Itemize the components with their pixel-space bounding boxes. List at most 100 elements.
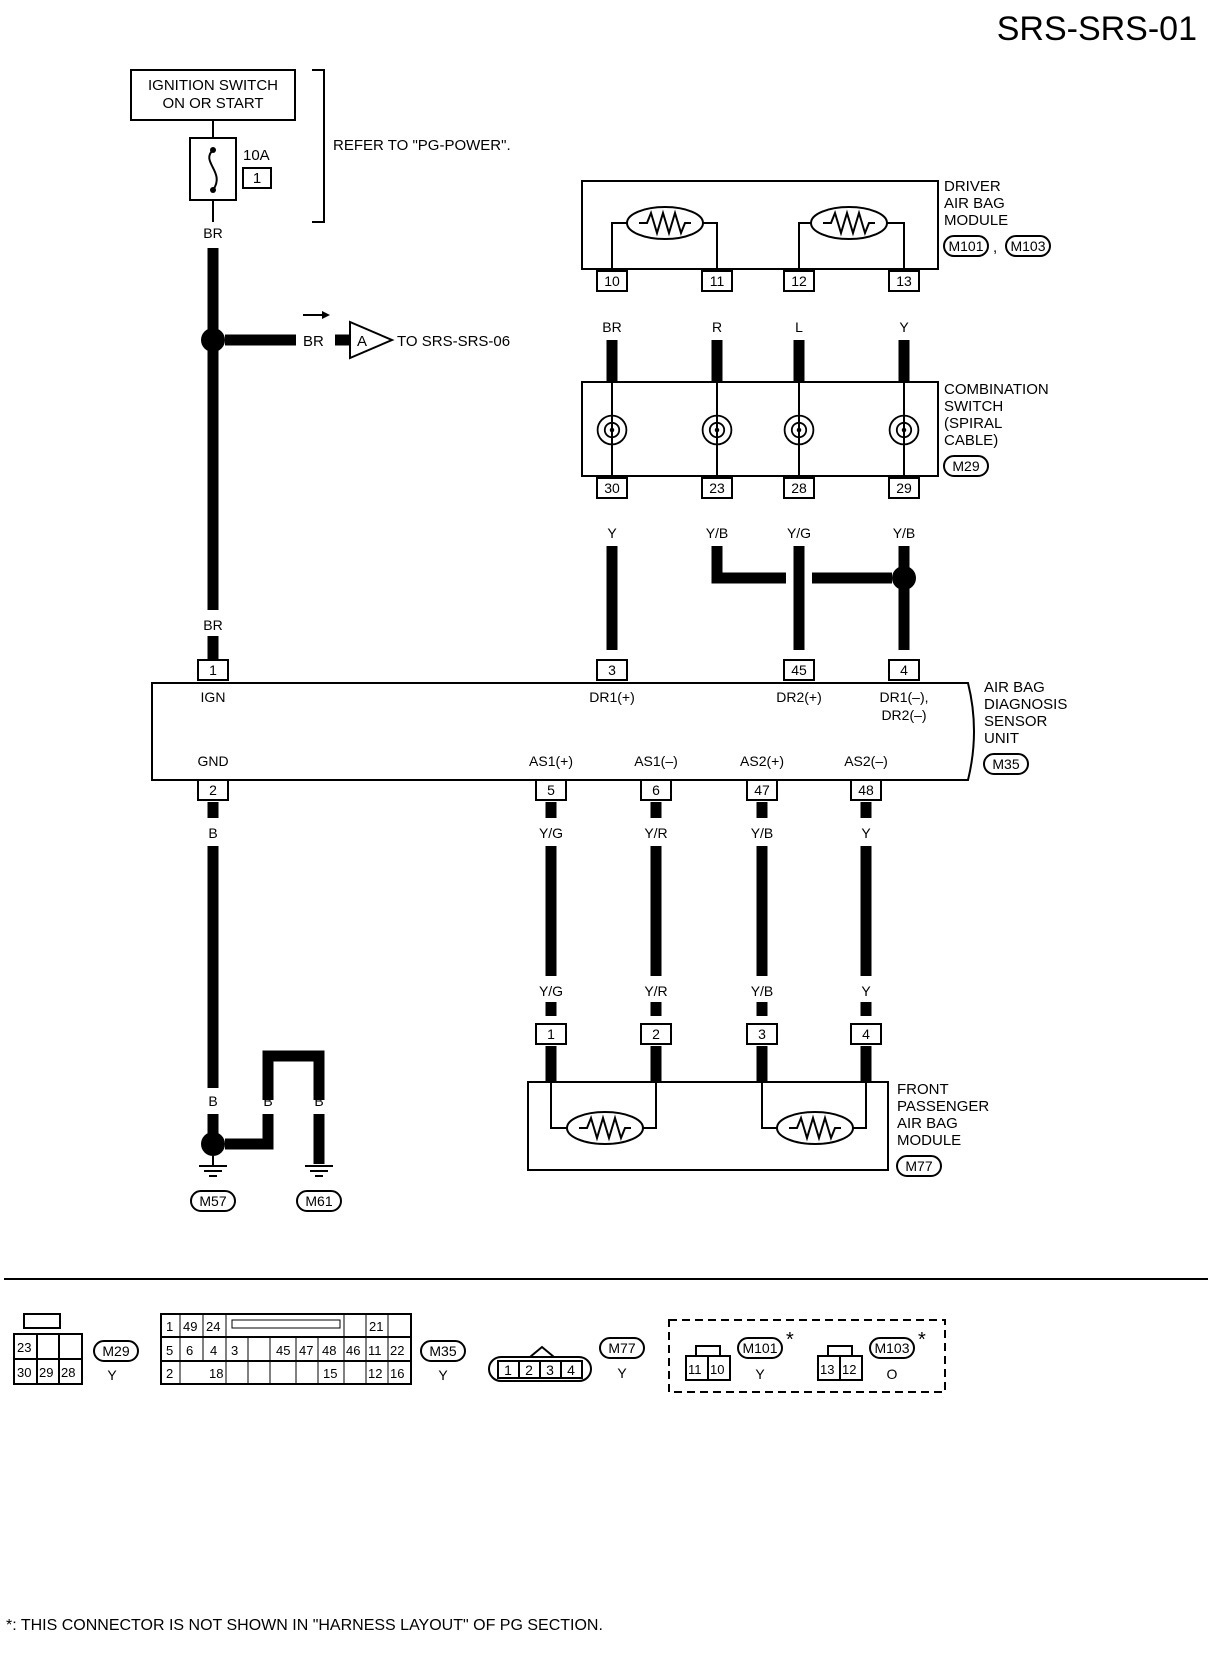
pin-label: 5	[166, 1343, 173, 1358]
sensor-conn: M35	[992, 756, 1019, 772]
driver-pins: 10 11 12 13	[596, 270, 920, 292]
pin-label: 11	[710, 273, 725, 289]
pin-label: 6	[652, 782, 660, 798]
passenger-airbag-module: FRONT PASSENGER AIR BAG MODULE M77	[527, 1081, 989, 1177]
connector-color: Y	[617, 1365, 627, 1381]
spiral-cable: COMBINATION SWITCH (SPIRAL CABLE) M29	[581, 381, 1049, 477]
wire-color-label: Y/B	[706, 525, 729, 541]
pin-label: 45	[276, 1343, 290, 1358]
pin-label: 12	[842, 1362, 856, 1377]
airbag-sensor-unit: IGN DR1(+) DR2(+) DR1(–), DR2(–) GND AS1…	[151, 679, 1067, 781]
driver-conn-sep: ,	[993, 239, 997, 256]
sensor-label-as1n: AS1(–)	[634, 753, 678, 769]
offpage-connector: A TO SRS-SRS-06	[349, 320, 510, 360]
connector-color: Y	[107, 1367, 117, 1383]
pin-label: 5	[547, 782, 555, 798]
wire-color-label: BR	[203, 617, 222, 633]
pin-label: 10	[710, 1362, 724, 1377]
passenger-line3: AIR BAG	[897, 1115, 958, 1132]
sensor-bottom-pins: 2 5 6 47 48	[197, 779, 882, 801]
passenger-line1: FRONT	[897, 1081, 949, 1098]
pin-label: 47	[754, 782, 770, 798]
splice-point	[892, 566, 916, 590]
pin-label: 1	[209, 662, 217, 678]
pin-label: 2	[166, 1366, 173, 1381]
ignition-line2: ON OR START	[162, 95, 263, 112]
pin-label: 24	[206, 1319, 220, 1334]
page-id: SRS-SRS-01	[997, 10, 1197, 48]
sensor-line3: SENSOR	[984, 713, 1048, 730]
driver-conn1: M101	[948, 238, 983, 254]
pin-label: 28	[791, 480, 807, 496]
ground-conn-m57: M57	[199, 1193, 226, 1209]
pin-label: 4	[862, 1026, 870, 1042]
pin-label: 15	[323, 1366, 337, 1381]
sensor-top-pins: 1 3 45 4	[197, 659, 920, 681]
pin-label: 48	[858, 782, 874, 798]
connector-name: M29	[102, 1343, 129, 1359]
sensor-label-dr2n: DR2(–)	[881, 707, 926, 723]
ignition-switch: IGNITION SWITCH ON OR START	[130, 69, 296, 121]
driver-conn2: M103	[1010, 238, 1045, 254]
pin-label: 29	[39, 1365, 53, 1380]
sensor-label-as2n: AS2(–)	[844, 753, 888, 769]
pin-label: 10	[604, 273, 620, 289]
wire-color-label: Y	[861, 825, 871, 841]
pin-label: 3	[758, 1026, 766, 1042]
pin-label: 3	[546, 1362, 554, 1378]
sensor-label-ign: IGN	[201, 689, 226, 705]
wire-color-label: Y/B	[751, 983, 774, 999]
wire-color-label: Y/B	[751, 825, 774, 841]
spiral-pins: 30 23 28 29	[596, 477, 920, 499]
driver-line3: MODULE	[944, 212, 1008, 229]
star-mark: *	[786, 1329, 794, 1351]
pin-label: 30	[17, 1365, 31, 1380]
wire-color-label: BR	[203, 225, 222, 241]
connector-name: M101	[742, 1340, 777, 1356]
pin-label: 1	[166, 1319, 173, 1334]
splice-point	[201, 328, 225, 352]
connector-color: Y	[438, 1367, 448, 1383]
sensor-label-gnd: GND	[197, 753, 228, 769]
pin-label: 22	[390, 1343, 404, 1358]
wire-color-label: Y	[607, 525, 617, 541]
sensor-label-as1p: AS1(+)	[529, 753, 573, 769]
pin-label: 13	[820, 1362, 834, 1377]
pin-label: 4	[567, 1362, 575, 1378]
pin-label: 49	[183, 1319, 197, 1334]
fuse-rating: 10A	[243, 147, 270, 164]
pin-label: 45	[791, 662, 807, 678]
pin-label: 12	[368, 1366, 382, 1381]
pin-label: 48	[322, 1343, 336, 1358]
star-mark: *	[918, 1329, 926, 1351]
pin-label: 28	[61, 1365, 75, 1380]
spiral-line1: COMBINATION	[944, 381, 1049, 398]
pin-label: 29	[896, 480, 912, 496]
wire-color-label: Y/R	[644, 825, 667, 841]
ground-icon	[305, 1165, 333, 1177]
pin-label: 46	[346, 1343, 360, 1358]
pin-label: 12	[791, 273, 807, 289]
wire-color-label: BR	[303, 333, 324, 350]
refer-note: REFER TO "PG-POWER".	[333, 137, 511, 154]
offpage-text: TO SRS-SRS-06	[397, 333, 510, 350]
connector-name: M35	[429, 1343, 456, 1359]
pin-label: 2	[209, 782, 217, 798]
connector-face-m77: 1 2 3 4 M77 Y	[488, 1337, 645, 1382]
driver-line1: DRIVER	[944, 178, 1001, 195]
passenger-conn: M77	[905, 1158, 932, 1174]
wire-color-label: R	[712, 319, 722, 335]
pin-label: 1	[504, 1362, 512, 1378]
wire-color-label: Y/R	[644, 983, 667, 999]
pin-label: 2	[652, 1026, 660, 1042]
wire-color-label: Y/G	[539, 983, 563, 999]
pin-label: 21	[369, 1319, 383, 1334]
wire-color-label: L	[795, 319, 803, 335]
wire-color-label: B	[314, 1093, 323, 1109]
pin-label: 3	[608, 662, 616, 678]
spiral-line3: (SPIRAL	[944, 415, 1002, 432]
connector-color: O	[887, 1366, 898, 1382]
offpage-letter: A	[357, 333, 367, 350]
wire-color-label: BR	[602, 319, 621, 335]
